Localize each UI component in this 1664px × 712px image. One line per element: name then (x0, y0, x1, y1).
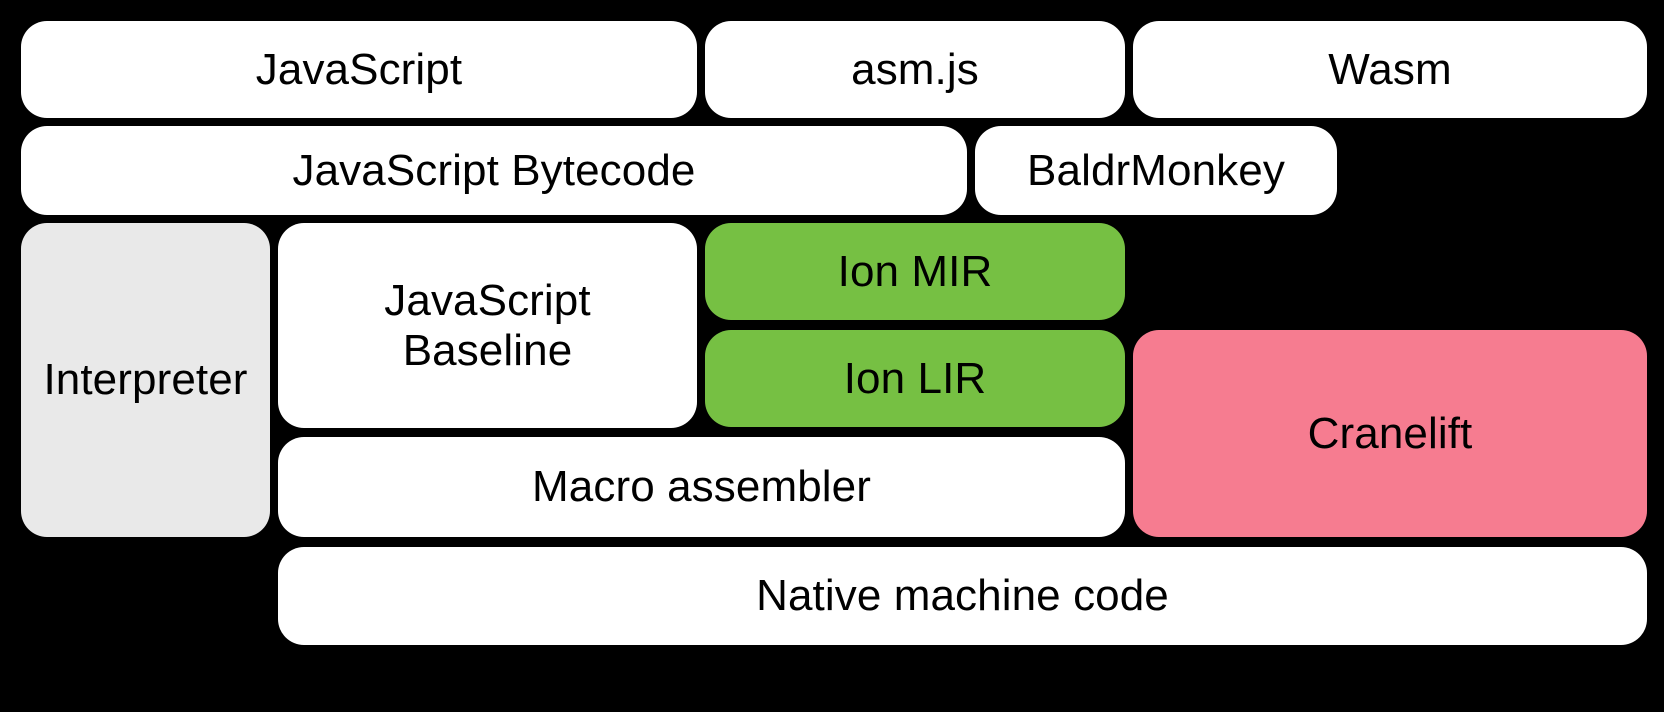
node-baldrmonkey[interactable]: BaldrMonkey (975, 126, 1337, 215)
node-wasm-label: Wasm (1328, 44, 1452, 94)
node-javascript-label: JavaScript (255, 44, 463, 94)
node-native-machine-code-label: Native machine code (756, 571, 1169, 621)
node-macro-assembler[interactable]: Macro assembler (278, 437, 1125, 537)
node-ion-mir-label: Ion MIR (837, 246, 993, 296)
node-macro-assembler-label: Macro assembler (532, 462, 871, 512)
node-javascript[interactable]: JavaScript (21, 21, 697, 118)
node-javascript-baseline[interactable]: JavaScript Baseline (278, 223, 697, 428)
node-cranelift[interactable]: Cranelift (1133, 330, 1647, 537)
node-baldrmonkey-label: BaldrMonkey (1027, 145, 1285, 195)
node-javascript-bytecode-label: JavaScript Bytecode (292, 145, 696, 195)
node-ion-mir[interactable]: Ion MIR (705, 223, 1125, 320)
node-javascript-baseline-label: JavaScript Baseline (384, 276, 591, 375)
node-asm-js-label: asm.js (851, 44, 979, 94)
node-native-machine-code[interactable]: Native machine code (278, 547, 1647, 645)
node-asm-js[interactable]: asm.js (705, 21, 1125, 118)
node-javascript-bytecode[interactable]: JavaScript Bytecode (21, 126, 967, 215)
node-wasm[interactable]: Wasm (1133, 21, 1647, 118)
node-cranelift-label: Cranelift (1307, 408, 1473, 458)
node-ion-lir-label: Ion LIR (843, 353, 987, 403)
node-interpreter[interactable]: Interpreter (21, 223, 270, 537)
node-interpreter-label: Interpreter (43, 355, 248, 405)
node-ion-lir[interactable]: Ion LIR (705, 330, 1125, 427)
